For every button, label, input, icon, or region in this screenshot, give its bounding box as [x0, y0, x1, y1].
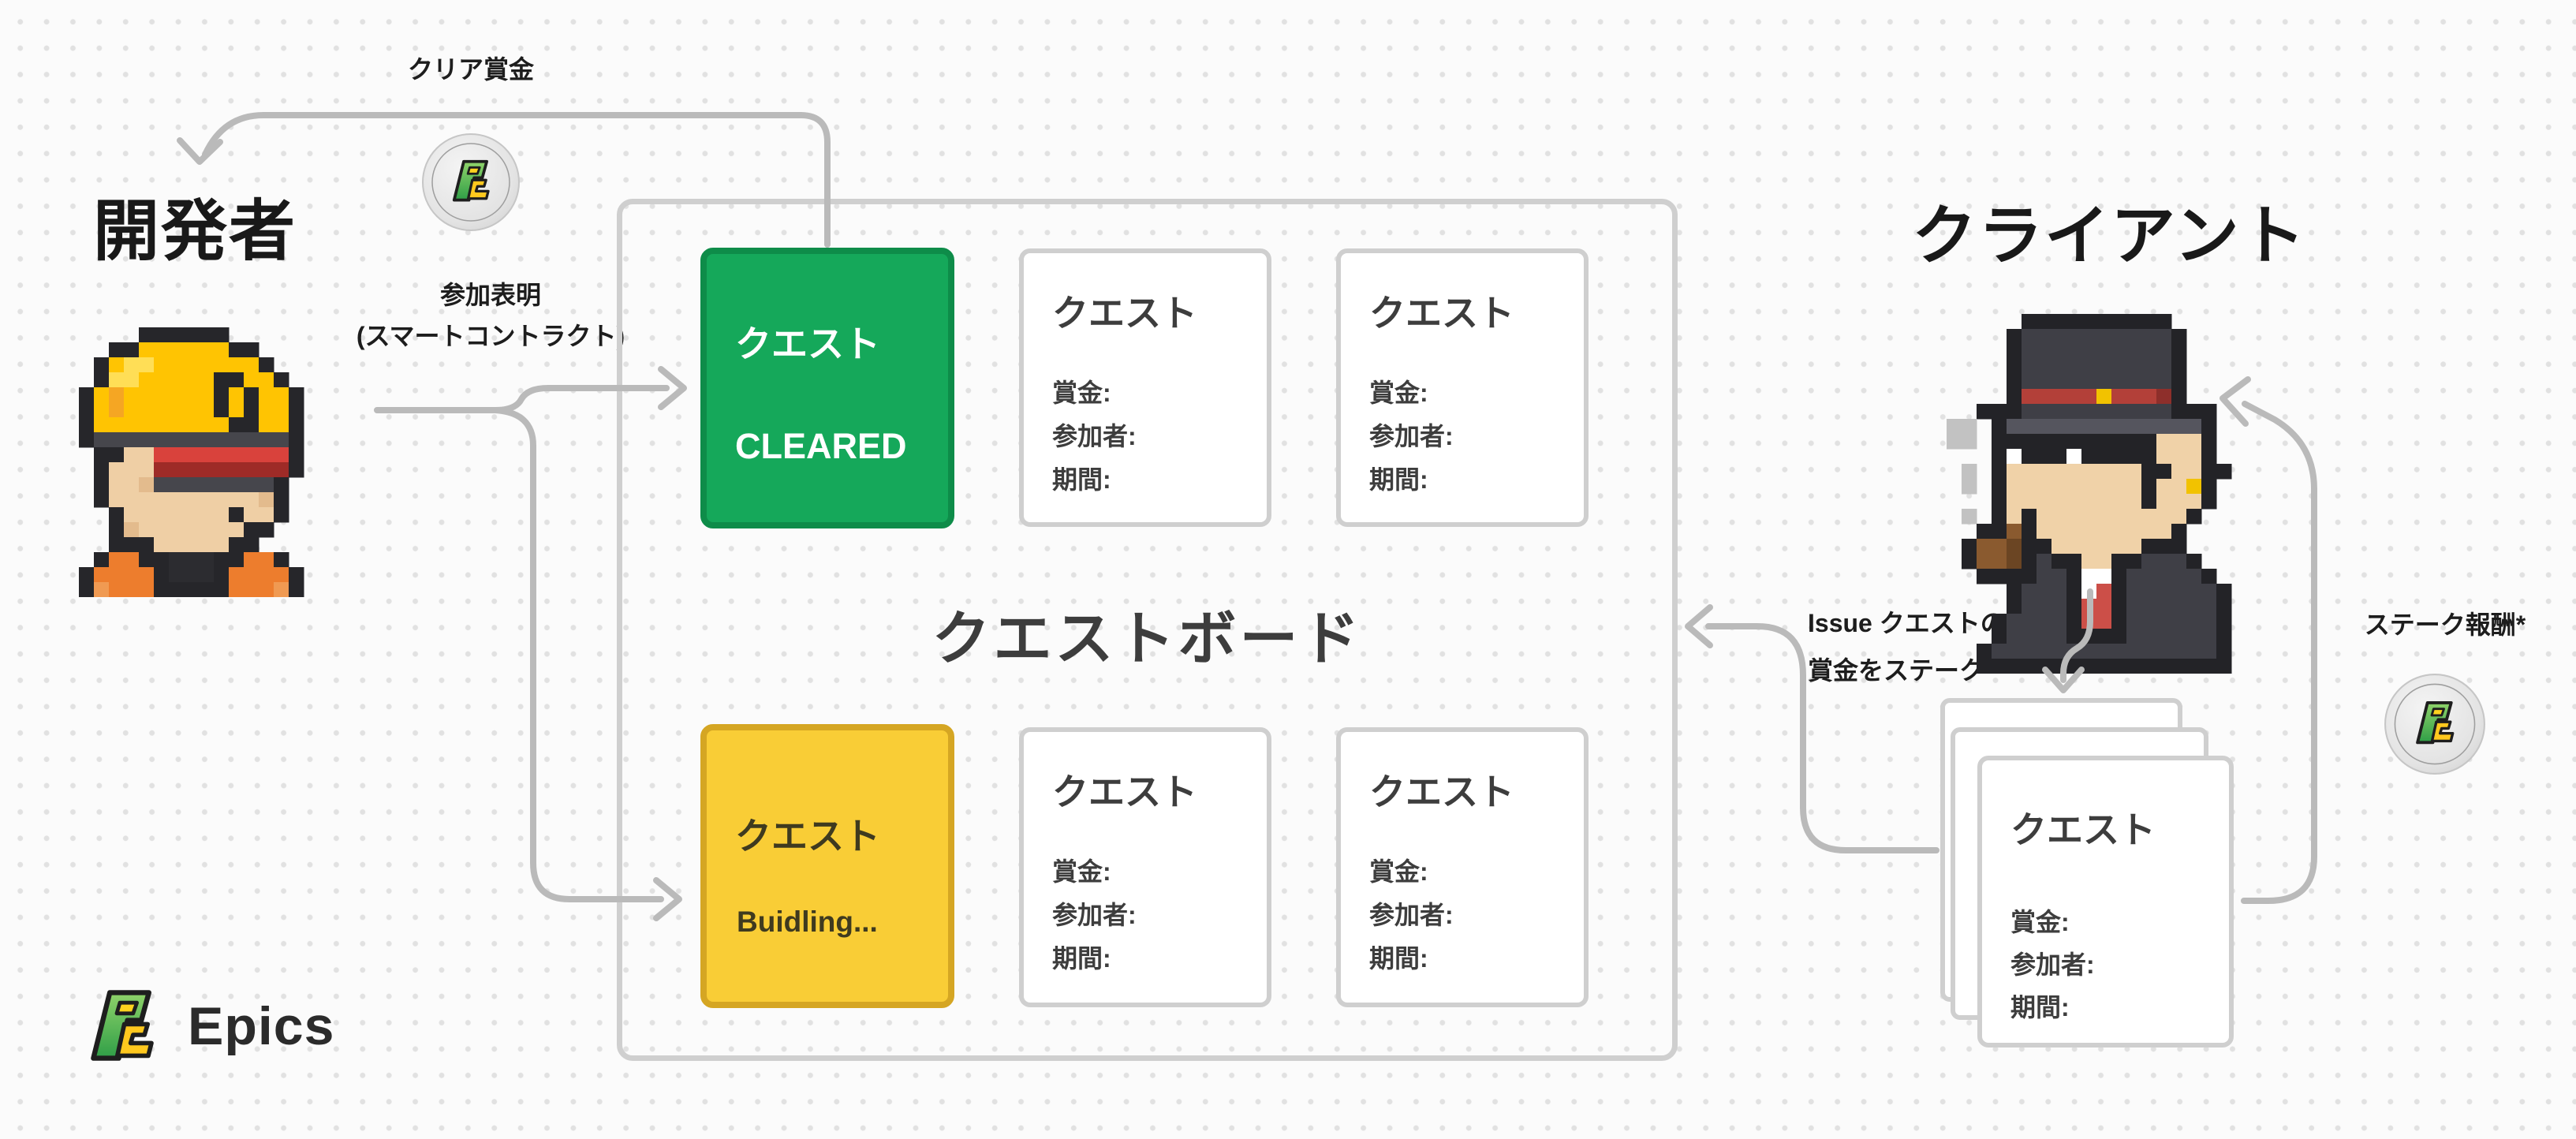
arrow-stake-reward [2241, 401, 2317, 904]
stacked-quest-card-front: クエスト 賞金: 参加者: 期間: [1977, 756, 2234, 1048]
quest-card-title: クエスト [735, 323, 880, 364]
quest-card-title: クエスト [1052, 771, 1197, 812]
developer-heading: 開発者 [93, 194, 297, 268]
quest-card-fields: 賞金: 参加者: 期間: [1369, 850, 1454, 980]
client-heading: クライアント [1912, 200, 2307, 272]
field-participants: 参加者: [2010, 950, 2095, 979]
quest-card: クエスト 賞金: 参加者: 期間: [1019, 727, 1271, 1007]
quest-card-fields: 賞金: 参加者: 期間: [1052, 850, 1137, 980]
quest-card-cleared-status: CLEARED [735, 426, 907, 466]
participation-label: 参加表明 (スマートコントラクト) [321, 274, 660, 357]
clear-reward-label: クリア賞金 [407, 55, 534, 84]
field-participants: 参加者: [1369, 901, 1454, 929]
field-prize: 賞金: [1369, 857, 1428, 886]
participation-label-line2: (スマートコントラクト) [356, 322, 625, 350]
field-period: 期間: [1369, 944, 1428, 973]
quest-card: クエスト 賞金: 参加者: 期間: [1336, 248, 1589, 527]
quest-card-building-status: Buidling... [737, 906, 878, 938]
quest-card: クエスト 賞金: 参加者: 期間: [1336, 727, 1589, 1007]
quest-board-title: クエストボード [931, 606, 1363, 671]
field-participants: 参加者: [1052, 901, 1137, 929]
field-participants: 参加者: [1052, 422, 1137, 450]
stake-reward-label: ステーク報酬* [2364, 611, 2526, 639]
field-period: 期間: [1052, 465, 1111, 494]
quest-card-building: クエスト Buidling... [700, 724, 954, 1008]
epics-logo-text: Epics [188, 996, 335, 1056]
quest-card-title: クエスト [1369, 293, 1514, 334]
field-prize: 賞金: [1052, 857, 1111, 886]
participation-label-line1: 参加表明 [439, 281, 541, 309]
developer-avatar-icon [79, 327, 304, 597]
coin-icon [422, 133, 520, 231]
epics-logo-mark-icon [88, 988, 158, 1063]
quest-card-title: クエスト [1052, 293, 1197, 334]
arrowhead-clear-reward [177, 137, 223, 165]
field-prize: 賞金: [1369, 379, 1428, 407]
quest-card-cleared: クエスト CLEARED [700, 248, 954, 528]
field-prize: 賞金: [2010, 908, 2070, 936]
field-prize: 賞金: [1052, 379, 1111, 407]
field-participants: 参加者: [1369, 422, 1454, 450]
quest-card-title: クエスト [1369, 771, 1514, 812]
arrowhead-issue [1685, 604, 1713, 648]
field-period: 期間: [1052, 944, 1111, 973]
quest-card-fields: 賞金: 参加者: 期間: [1369, 372, 1454, 502]
quest-card-fields: 賞金: 参加者: 期間: [1052, 372, 1137, 502]
field-period: 期間: [1369, 465, 1428, 494]
quest-card-fields: 賞金: 参加者: 期間: [2010, 901, 2095, 1029]
quest-card: クエスト 賞金: 参加者: 期間: [1019, 248, 1271, 527]
quest-card-title: クエスト [735, 816, 880, 857]
quest-card-title: クエスト [2010, 809, 2156, 850]
coin-icon [2384, 674, 2485, 775]
field-period: 期間: [2010, 993, 2070, 1021]
client-avatar-icon [1947, 314, 2232, 674]
